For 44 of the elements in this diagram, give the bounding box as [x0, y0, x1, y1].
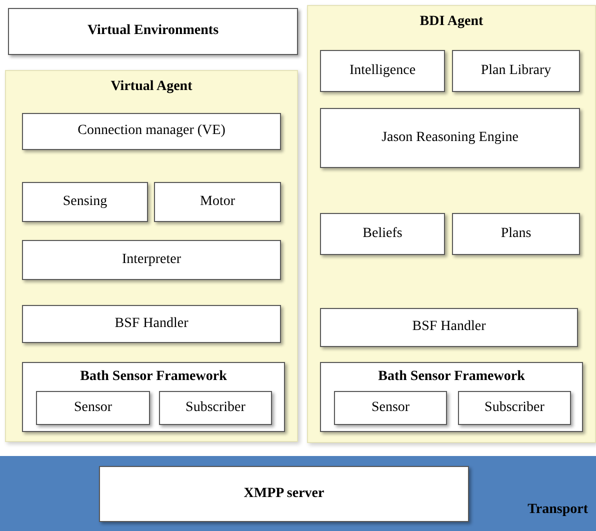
heading: Transport — [528, 502, 588, 519]
framework-box — [320, 362, 583, 432]
component-box — [452, 50, 580, 92]
component-label: Sensor — [74, 400, 112, 416]
component-box — [458, 391, 571, 425]
component-box — [8, 8, 298, 55]
component-box — [22, 182, 148, 222]
component-label: Motor — [200, 194, 235, 210]
component-label: Beliefs — [362, 226, 402, 242]
component-label: Intelligence — [349, 62, 416, 80]
heading: Bath Sensor Framework — [80, 369, 227, 386]
component-box — [22, 240, 281, 280]
component-label: XMPP server — [244, 486, 324, 502]
component-label: Sensing — [62, 194, 108, 210]
component-box — [320, 213, 445, 255]
component-label: Virtual Environments — [87, 23, 219, 40]
component-box — [22, 305, 281, 343]
component-label: Plans — [500, 226, 532, 242]
agent-panel — [5, 70, 298, 442]
component-box — [159, 391, 272, 425]
agent-panel — [307, 5, 596, 443]
component-label: BSF Handler — [412, 319, 486, 336]
component-label: Sensor — [371, 400, 410, 416]
component-label: Jason Reasoning Engine — [382, 130, 518, 146]
component-label: Plan Library — [480, 62, 552, 80]
component-box — [36, 391, 150, 425]
component-box — [154, 182, 281, 222]
component-label: Connection manager (VE) — [78, 123, 226, 140]
heading: BDI Agent — [420, 14, 484, 31]
component-label: Subscriber — [186, 400, 246, 416]
component-box — [22, 113, 281, 150]
component-box — [452, 213, 580, 255]
transport-band — [0, 456, 596, 531]
component-label: Subscriber — [484, 400, 544, 416]
component-box — [320, 108, 580, 168]
component-box — [99, 466, 469, 522]
component-label: BSF Handler — [114, 316, 188, 332]
component-box — [320, 308, 578, 347]
component-box — [334, 391, 447, 425]
component-label: Interpreter — [122, 252, 182, 268]
heading: Virtual Agent — [110, 79, 192, 96]
heading: Bath Sensor Framework — [378, 369, 525, 386]
component-box — [320, 50, 445, 92]
framework-box — [22, 362, 285, 432]
